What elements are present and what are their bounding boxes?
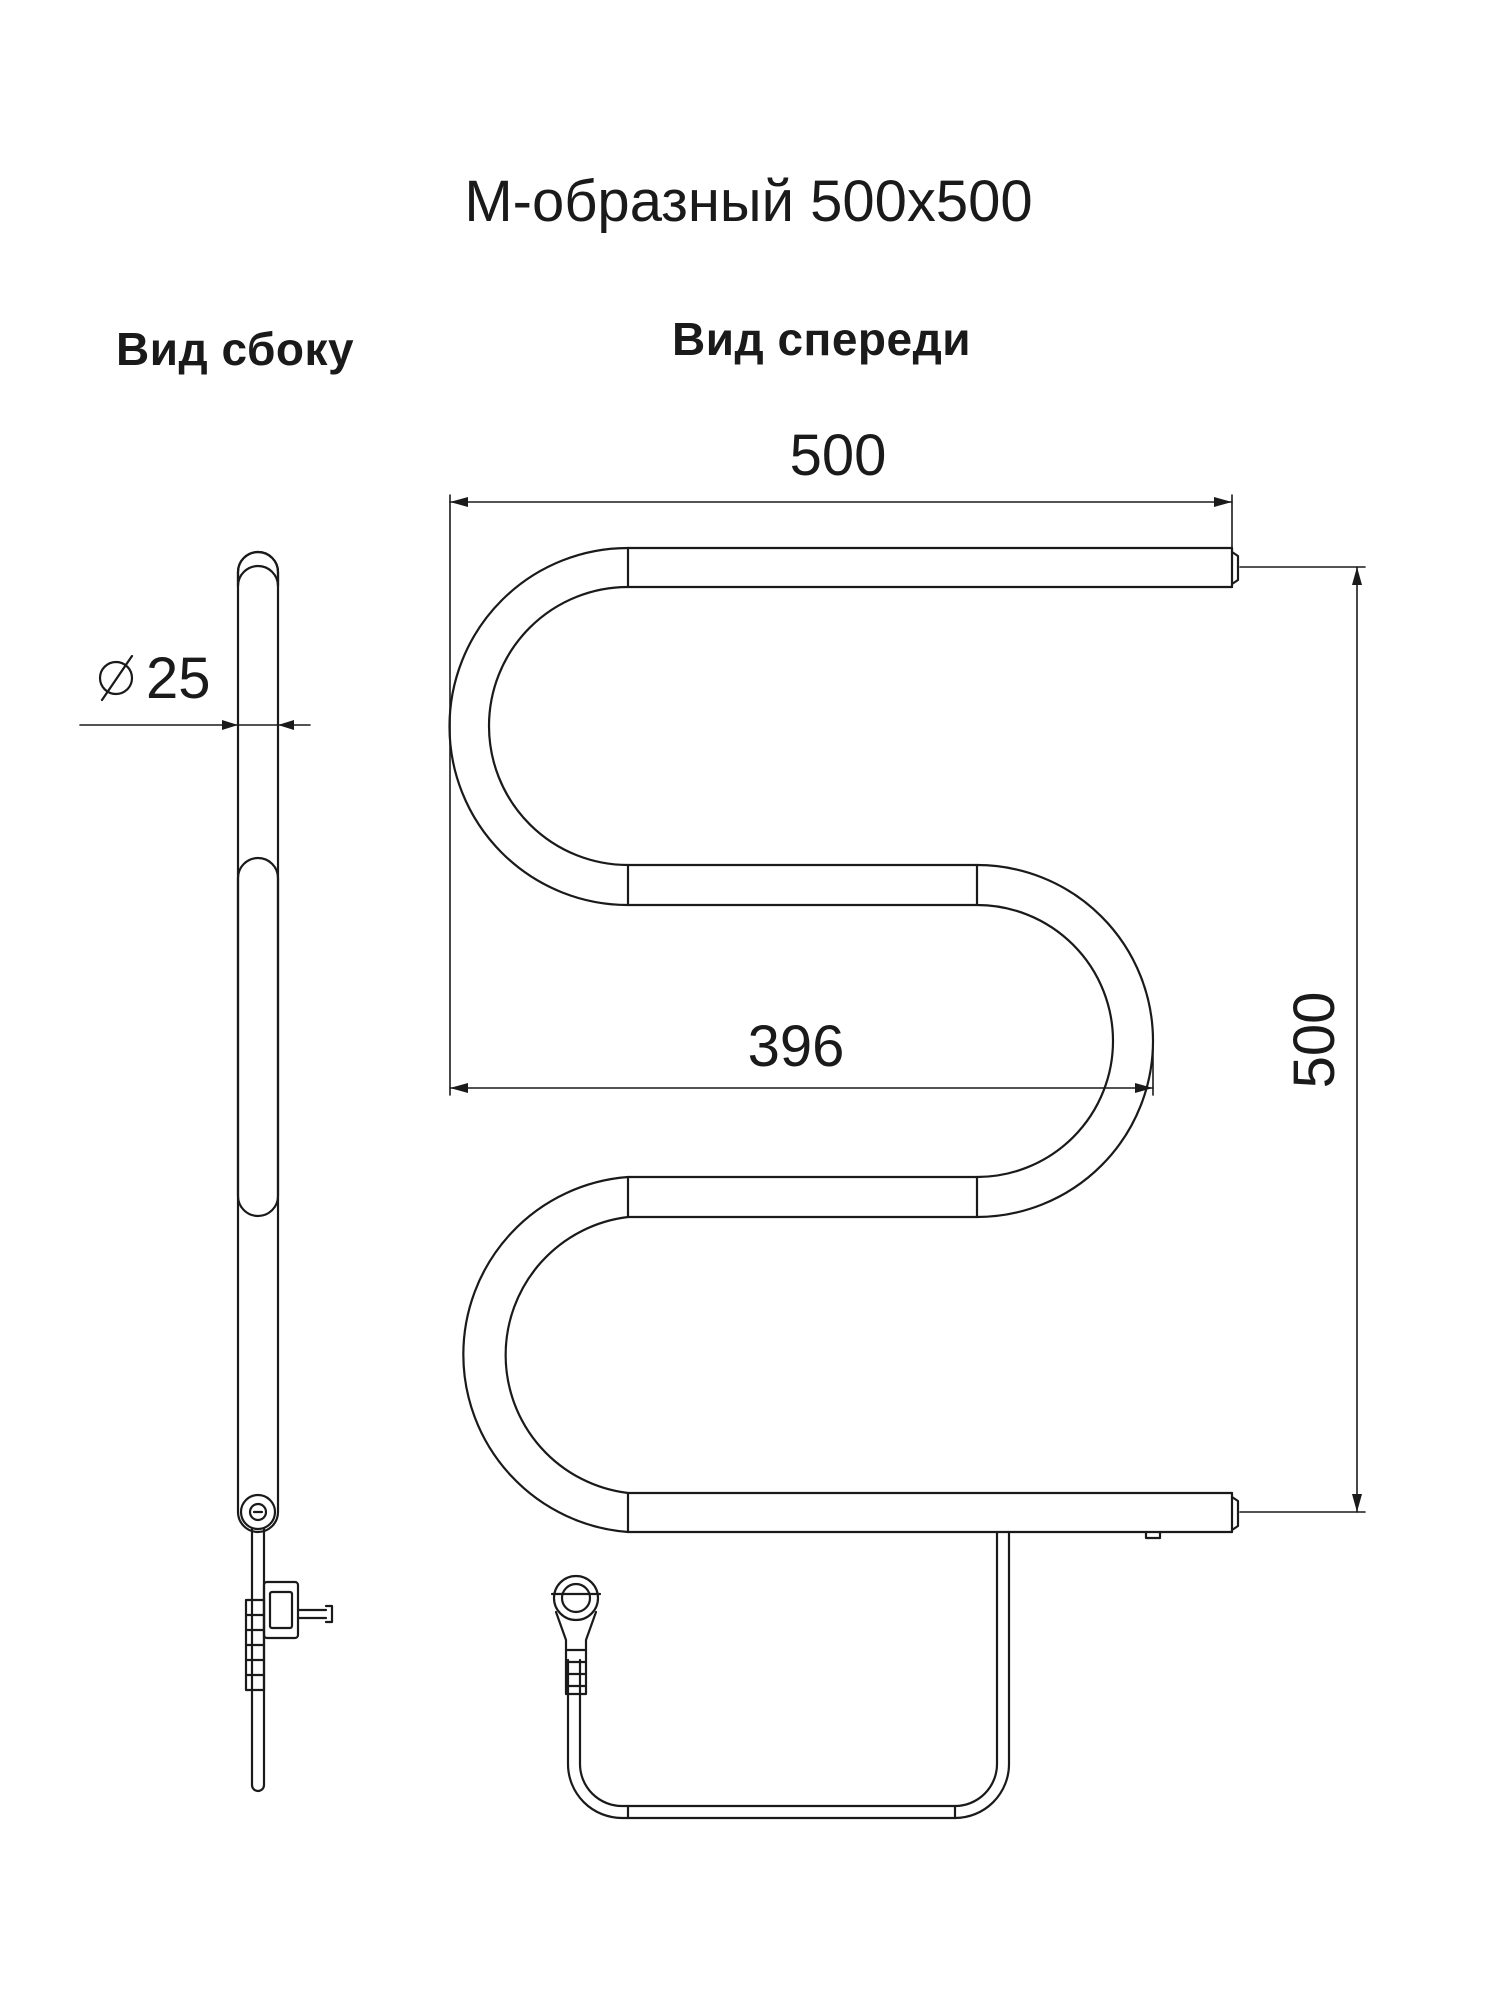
front-view: 500 396 500 <box>448 423 1366 1820</box>
height-dimension: 500 <box>1239 566 1366 1513</box>
diameter-value: 25 <box>146 646 211 711</box>
tube-outer-edge <box>448 546 1234 1534</box>
side-view: 25 <box>79 550 334 1793</box>
bottom-fitting <box>1230 1495 1240 1532</box>
tube-inner-edge <box>487 585 1234 1495</box>
side-plug <box>244 1580 334 1692</box>
inner-width-dimension: 396 <box>449 1014 1154 1096</box>
side-connector-inner <box>248 1502 268 1522</box>
side-view-label: Вид сбоку <box>116 323 355 375</box>
front-cable <box>578 1530 999 1808</box>
side-connector-circle <box>239 1493 277 1531</box>
side-tube-outline <box>236 550 280 1534</box>
diameter-dimension: 25 <box>79 646 311 730</box>
width-value: 500 <box>790 423 887 488</box>
side-upper-segment <box>236 550 280 588</box>
width-dimension: 500 <box>449 423 1233 1096</box>
front-view-label: Вид спереди <box>672 313 972 365</box>
height-value: 500 <box>1282 992 1347 1089</box>
top-fitting <box>1230 550 1240 586</box>
side-cable <box>250 1527 266 1793</box>
front-plug <box>550 1574 602 1696</box>
bottom-clip <box>1144 1530 1162 1540</box>
side-middle-segment <box>236 856 280 1218</box>
inner-width-value: 396 <box>748 1014 845 1079</box>
front-cable-outer <box>566 1530 1011 1820</box>
drawing-title: М-образный 500х500 <box>464 169 1033 234</box>
